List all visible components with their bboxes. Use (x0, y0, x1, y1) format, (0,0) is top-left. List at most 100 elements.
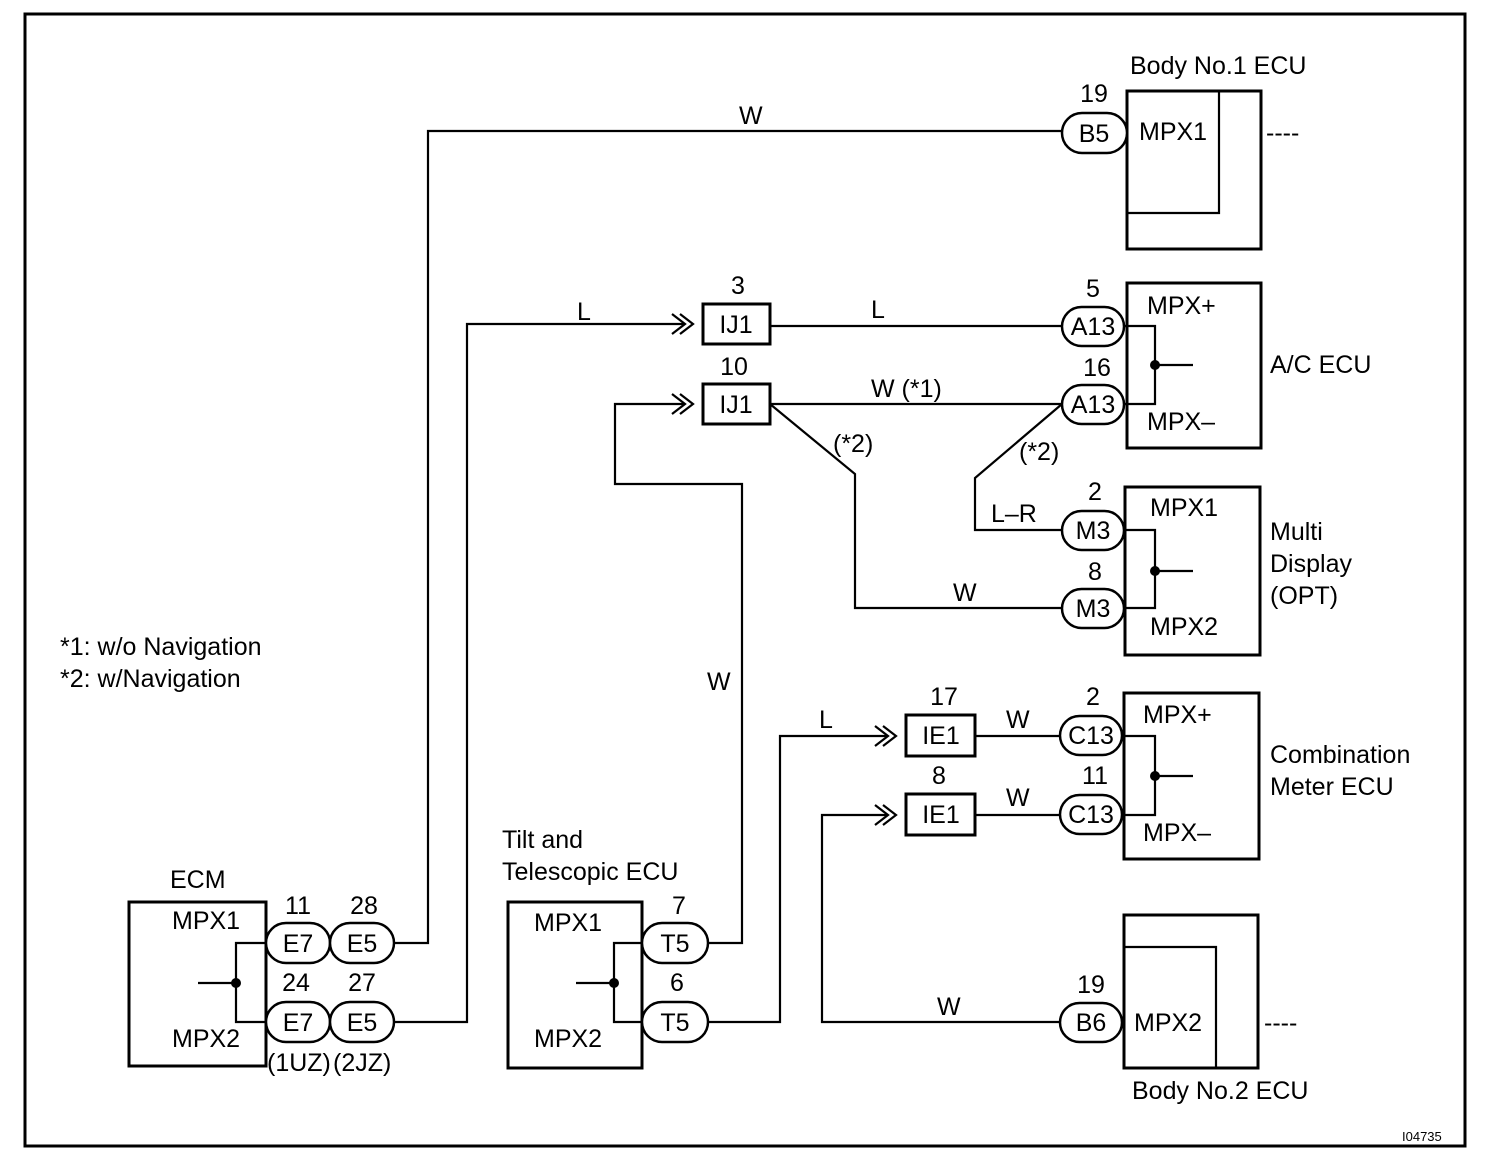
e5-variant: (2JZ) (333, 1049, 391, 1077)
connector-e5-top: E5 28 (328, 892, 396, 965)
pin-a13-top: 5 (1086, 275, 1100, 303)
connector-ij1-top: IJ1 3 (701, 272, 772, 346)
connector-b6: B6 19 (1058, 971, 1124, 1044)
pin-e7-top: 11 (285, 892, 311, 920)
connector-e7-top: E7 11 (264, 892, 332, 965)
ecm: ECM MPX1 MPX2 (127, 866, 268, 1068)
svg-text:E5: E5 (347, 1009, 378, 1037)
svg-text:E7: E7 (283, 1009, 314, 1037)
body1-ecu: Body No.1 ECU MPX1 ---- (1125, 52, 1306, 251)
body1-title: Body No.1 ECU (1130, 52, 1306, 80)
wire-label-tilt-ij1: W (707, 668, 731, 696)
tilt-title-line2: Telescopic ECU (502, 858, 678, 886)
pin-m3-top: 2 (1088, 478, 1102, 506)
wires (394, 129, 1063, 1024)
wire-label-m3-top: L–R (991, 500, 1037, 528)
multi-title-line2: Display (1270, 550, 1352, 578)
wire-label-body2: W (937, 993, 961, 1021)
connector-m3-bot: M3 8 (1060, 558, 1126, 630)
wire-label-ie1-c13-top: W (1006, 706, 1030, 734)
tilt-telescopic-ecu: Tilt and Telescopic ECU MPX1 MPX2 (502, 826, 678, 1070)
connector-t5-bot: T5 6 (640, 969, 710, 1044)
combo-title-line1: Combination (1270, 741, 1410, 769)
wire-label-ecm-ij1: L (577, 298, 591, 326)
pin-c13-top: 2 (1086, 683, 1100, 711)
svg-text:A13: A13 (1071, 391, 1115, 419)
wire-label-m3-bot: W (953, 579, 977, 607)
wire-tilt-to-ij1 (613, 402, 744, 945)
pin-t5-top: 7 (672, 892, 686, 920)
tilt-title-line1: Tilt and (502, 826, 583, 854)
connector-ij1-bot: IJ1 10 (701, 353, 772, 426)
multi-terminal2: MPX2 (1150, 613, 1218, 641)
wire-label-ie1-c13-bot: W (1006, 784, 1030, 812)
connector-c13-bot: C13 11 (1058, 762, 1124, 836)
e7-variant: (1UZ) (267, 1049, 331, 1077)
multi-display: MPX1 MPX2 Multi Display (OPT) (1121, 485, 1352, 657)
body2-terminal: MPX2 (1134, 1009, 1202, 1037)
multi-terminal1: MPX1 (1150, 494, 1218, 522)
body1-terminal: MPX1 (1139, 118, 1207, 146)
wire-label-nav-b: (*2) (1019, 438, 1059, 466)
wire-nav-branch-to-m3 (769, 403, 1062, 610)
pin-e5-top: 28 (350, 892, 378, 920)
tilt-terminal1: MPX1 (534, 909, 602, 937)
svg-text:E7: E7 (283, 930, 314, 958)
svg-text:M3: M3 (1076, 517, 1111, 545)
note-1: *1: w/o Navigation (60, 633, 262, 661)
pin-c13-bot: 11 (1082, 762, 1108, 790)
pin-a13-bot: 16 (1083, 354, 1111, 382)
combination-meter-ecu: MPX+ MPX– Combination Meter ECU (1119, 691, 1410, 861)
svg-text:E5: E5 (347, 930, 378, 958)
svg-text:C13: C13 (1068, 801, 1114, 829)
note-2: *2: w/Navigation (60, 665, 241, 693)
pin-ij1-bot: 10 (720, 353, 748, 381)
connector-a13-bot: A13 16 (1060, 354, 1126, 426)
svg-text:IJ1: IJ1 (719, 311, 752, 339)
pin-ie1-top: 17 (930, 683, 958, 711)
wire-ecm-to-ij1 (394, 322, 685, 1024)
connector-m3-top: M3 2 (1060, 478, 1126, 552)
pin-b5: 19 (1080, 80, 1108, 108)
connector-c13-top: C13 2 (1058, 683, 1124, 757)
body1-continuation: ---- (1266, 119, 1299, 147)
ecm-title: ECM (170, 866, 226, 894)
wire-label-ij1-ac: L (871, 296, 885, 324)
wire-label-body1: W (739, 102, 763, 130)
pin-t5-bot: 6 (670, 969, 684, 997)
svg-text:C13: C13 (1068, 722, 1114, 750)
body2-continuation: ---- (1264, 1009, 1297, 1037)
wire-label-ij1-ac-nonav: W (*1) (871, 375, 942, 403)
svg-text:IE1: IE1 (922, 722, 960, 750)
pin-e7-bot: 24 (282, 969, 310, 997)
diagram-frame (23, 12, 1467, 1148)
wire-label-tilt-ie1: L (819, 706, 833, 734)
pin-ij1-top: 3 (731, 272, 745, 300)
svg-text:M3: M3 (1076, 595, 1111, 623)
ac-terminal-plus: MPX+ (1147, 292, 1216, 320)
multi-title-line3: (OPT) (1270, 582, 1338, 610)
pin-ie1-bot: 8 (932, 762, 946, 790)
ecm-terminal2: MPX2 (172, 1025, 240, 1053)
svg-text:IJ1: IJ1 (719, 391, 752, 419)
combo-terminal-minus: MPX– (1143, 819, 1211, 847)
pin-e5-bot: 27 (348, 969, 376, 997)
combo-terminal-plus: MPX+ (1143, 701, 1212, 729)
svg-text:A13: A13 (1071, 313, 1115, 341)
ac-terminal-minus: MPX– (1147, 408, 1215, 436)
connector-t5-top: T5 7 (640, 892, 710, 965)
connector-e7-bot: E7 24 (264, 969, 332, 1044)
body2-ecu: MPX2 ---- Body No.2 ECU (1122, 913, 1308, 1105)
svg-text:B5: B5 (1079, 120, 1110, 148)
wire-label-nav-a: (*2) (833, 430, 873, 458)
connector-a13-top: A13 5 (1060, 275, 1126, 348)
ecm-terminal1: MPX1 (172, 907, 240, 935)
svg-text:T5: T5 (660, 930, 689, 958)
body2-title: Body No.2 ECU (1132, 1077, 1308, 1105)
wire-tilt-to-ie1 (708, 734, 888, 1024)
wire-ac-to-m3 (973, 403, 1063, 532)
tilt-terminal2: MPX2 (534, 1025, 602, 1053)
ac-title: A/C ECU (1270, 351, 1371, 379)
wire-body2-to-ie1 (820, 813, 1060, 1024)
